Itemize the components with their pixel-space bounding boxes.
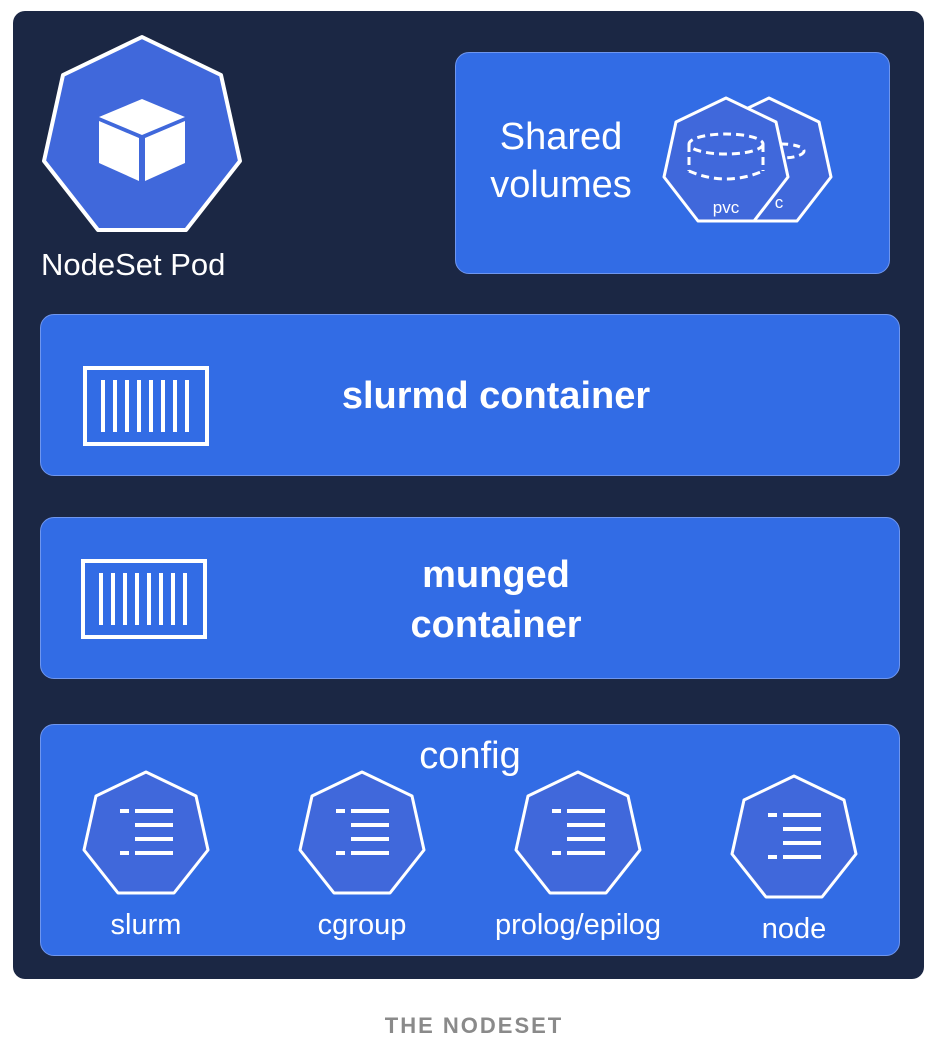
config-list-icon: [730, 774, 858, 899]
pvc-back-label: c: [775, 193, 784, 212]
munged-title-line2: container: [410, 604, 582, 646]
config-item-cgroup: cgroup: [262, 769, 462, 949]
pod-heptagon-icon: [42, 35, 242, 232]
cube-icon: [99, 99, 185, 181]
config-title: config: [419, 735, 521, 777]
slurmd-container-title: slurmd container: [241, 371, 751, 421]
shared-volumes-label: Shared volumes: [476, 113, 646, 209]
munged-container-box: munged container: [40, 517, 900, 679]
config-label-slurm: slurm: [110, 909, 182, 941]
munged-container-title: munged container: [241, 550, 751, 650]
config-item-node: node: [694, 773, 894, 953]
config-label-cgroup: cgroup: [317, 909, 407, 941]
config-item-slurm: slurm: [46, 769, 246, 949]
shared-volumes-box: Shared volumes c pvc: [455, 52, 890, 274]
config-label-prolog-epilog: prolog/epilog: [494, 909, 662, 941]
shared-volumes-line2: volumes: [490, 164, 632, 206]
config-list-icon: [514, 770, 642, 895]
pvc-stack-icon: c pvc: [662, 96, 833, 223]
pvc-front-icon: pvc: [662, 96, 790, 223]
container-icon: [81, 559, 207, 639]
config-item-prolog-epilog: prolog/epilog: [478, 769, 678, 949]
slurmd-title-line1: slurmd container: [341, 375, 651, 417]
munged-title-line1: munged: [422, 554, 570, 596]
container-icon: [83, 366, 209, 446]
config-label-node: node: [761, 913, 827, 945]
config-list-icon: [298, 770, 426, 895]
config-box: config slurm: [40, 724, 900, 956]
nodeset-pod-panel: NodeSet Pod Shared volumes c pvc: [13, 11, 924, 979]
figure-caption: THE NODESET: [384, 1013, 564, 1038]
config-list-icon: [82, 770, 210, 895]
pvc-front-label: pvc: [713, 198, 740, 217]
shared-volumes-line1: Shared: [499, 116, 623, 158]
pod-label: NodeSet Pod: [41, 247, 226, 282]
slurmd-container-box: slurmd container: [40, 314, 900, 476]
